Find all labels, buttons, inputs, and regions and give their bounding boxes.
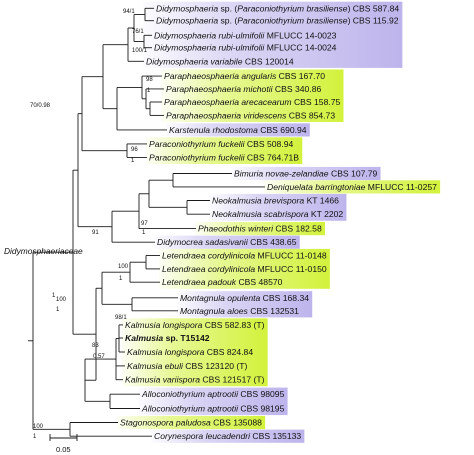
taxon-label: Bimuria novae-zelandiae CBS 107.79 [234,169,378,179]
support-value: 1 [33,434,37,440]
taxon-label: Didymosphaeria sp. (Paraconiothyrium bra… [156,3,399,13]
clade-highlight [151,429,305,443]
taxon-label: Kalmusia sp. T15142 [125,333,210,343]
taxon-label: Didymosphaeria variabile CBS 120014 [146,56,294,66]
support-value: 100/1 [132,48,148,54]
support-value: 70/0.98 [30,103,51,109]
taxon-label: Kalmusia longispora CBS 582.83 (T) [125,320,265,330]
support-value: 97 [141,221,148,227]
family-label: Didymosphaeriaceae [4,246,83,256]
taxon-label: Paraphaeosphaeria viridescens CBS 854.73 [166,110,335,120]
clade-highlight [146,137,303,164]
clade-highlight [154,235,300,249]
taxon-label: Kalmusia variispora CBS 121517 (T) [125,375,265,385]
tree-branches [28,7,265,437]
support-values: 94/176/1100/170/0.9898196197191100110019… [30,9,153,440]
taxon-label: Paraphaeosphaeria arecacearum CBS 158.75 [164,97,341,107]
taxon-label: Montagnula aloes CBS 132531 [180,306,299,316]
support-value: 1 [147,88,151,94]
support-value: 100 [33,424,44,430]
support-value: 91 [92,230,99,236]
support-value: 98/1 [115,315,127,321]
support-value: 76/1 [132,29,144,35]
clade-highlight [117,415,266,430]
clade-highlight [143,1,403,68]
clade-highlight [177,291,313,318]
taxon-label: Kalmusia ebuli CBS 123120 (T) [127,361,248,371]
support-value: 1 [119,276,123,282]
taxon-label: Alloconiothyrium aptrootii CBS 98095 [141,389,285,399]
taxon-label: Didymosphaeria rubi-ulmifolii MFLUCC 14-… [154,43,337,53]
scale-bar-label: 0.05 [56,445,71,454]
clade-highlight [122,318,268,387]
support-value: 1 [52,293,56,299]
taxon-label: Corynespora leucadendri CBS 135133 [154,431,301,441]
taxon-label: Paraphaeosphaeria angularis CBS 167.70 [164,71,325,81]
taxon-labels: Didymosphaeria sp. (Paraconiothyrium bra… [120,3,437,441]
scale-bar: 0.05 [49,434,78,454]
support-value: 98 [146,77,153,83]
clade-highlight [138,387,288,416]
support-value: 83 [92,343,99,349]
clade-highlight [231,166,381,181]
support-value: 1 [56,307,60,313]
taxon-label: Montagnula opulenta CBS 168.34 [180,293,309,303]
taxon-label: Deniquelata barringtoniae MFLUCC 11-0257 [267,182,437,192]
support-value: 100 [118,264,129,270]
taxon-label: Didymocrea sadasivanii CBS 438.65 [157,237,297,247]
taxon-label: Alloconiothyrium aptrootii CBS 98195 [141,404,285,414]
taxon-label: Paraphaeosphaeria michotii CBS 340.86 [166,84,321,94]
clade-highlight-boxes [117,1,441,443]
taxon-label: Neokalmusia brevispora KT 1466 [212,196,339,206]
taxon-label: Letendraea cordylinicola MFLUCC 11-0148 [162,251,327,261]
taxon-label: Letendraea cordylinicola MFLUCC 11-0150 [162,264,327,274]
support-value: 100 [56,297,67,303]
clade-highlight [159,248,330,289]
support-value: 1 [142,230,146,236]
support-value: 96 [131,147,138,153]
support-value: 94/1 [123,9,135,15]
taxon-label: Didymosphaeria rubi-ulmifolii MFLUCC 14-… [154,30,337,40]
clade-highlight [161,69,344,122]
taxon-label: Didymosphaeria sp. (Paraconiothyrium bra… [156,16,399,26]
clade-highlight [166,123,310,137]
clade-highlight [195,222,325,236]
clade-highlight [209,193,347,221]
support-value: 0.57 [93,354,105,360]
taxon-label: Letendraea padouk CBS 48570 [162,277,283,287]
taxon-label: Paraconiothyrium fuckelii CBS 764.71B [149,152,299,162]
clade-highlight [264,180,441,194]
taxon-label: Karstenula rhodostoma CBS 690.94 [169,125,307,135]
taxon-label: Phaeodothis winteri CBS 182.58 [198,224,322,234]
taxon-label: Kalmusia longispora CBS 824.84 [127,347,253,357]
taxon-label: Paraconiothyrium fuckelii CBS 508.94 [149,139,293,149]
support-value: 1 [131,158,135,164]
taxon-label: Stagonospora paludosa CBS 135088 [120,418,262,428]
taxon-label: Neokalmusia scabrispora KT 2202 [212,209,343,219]
